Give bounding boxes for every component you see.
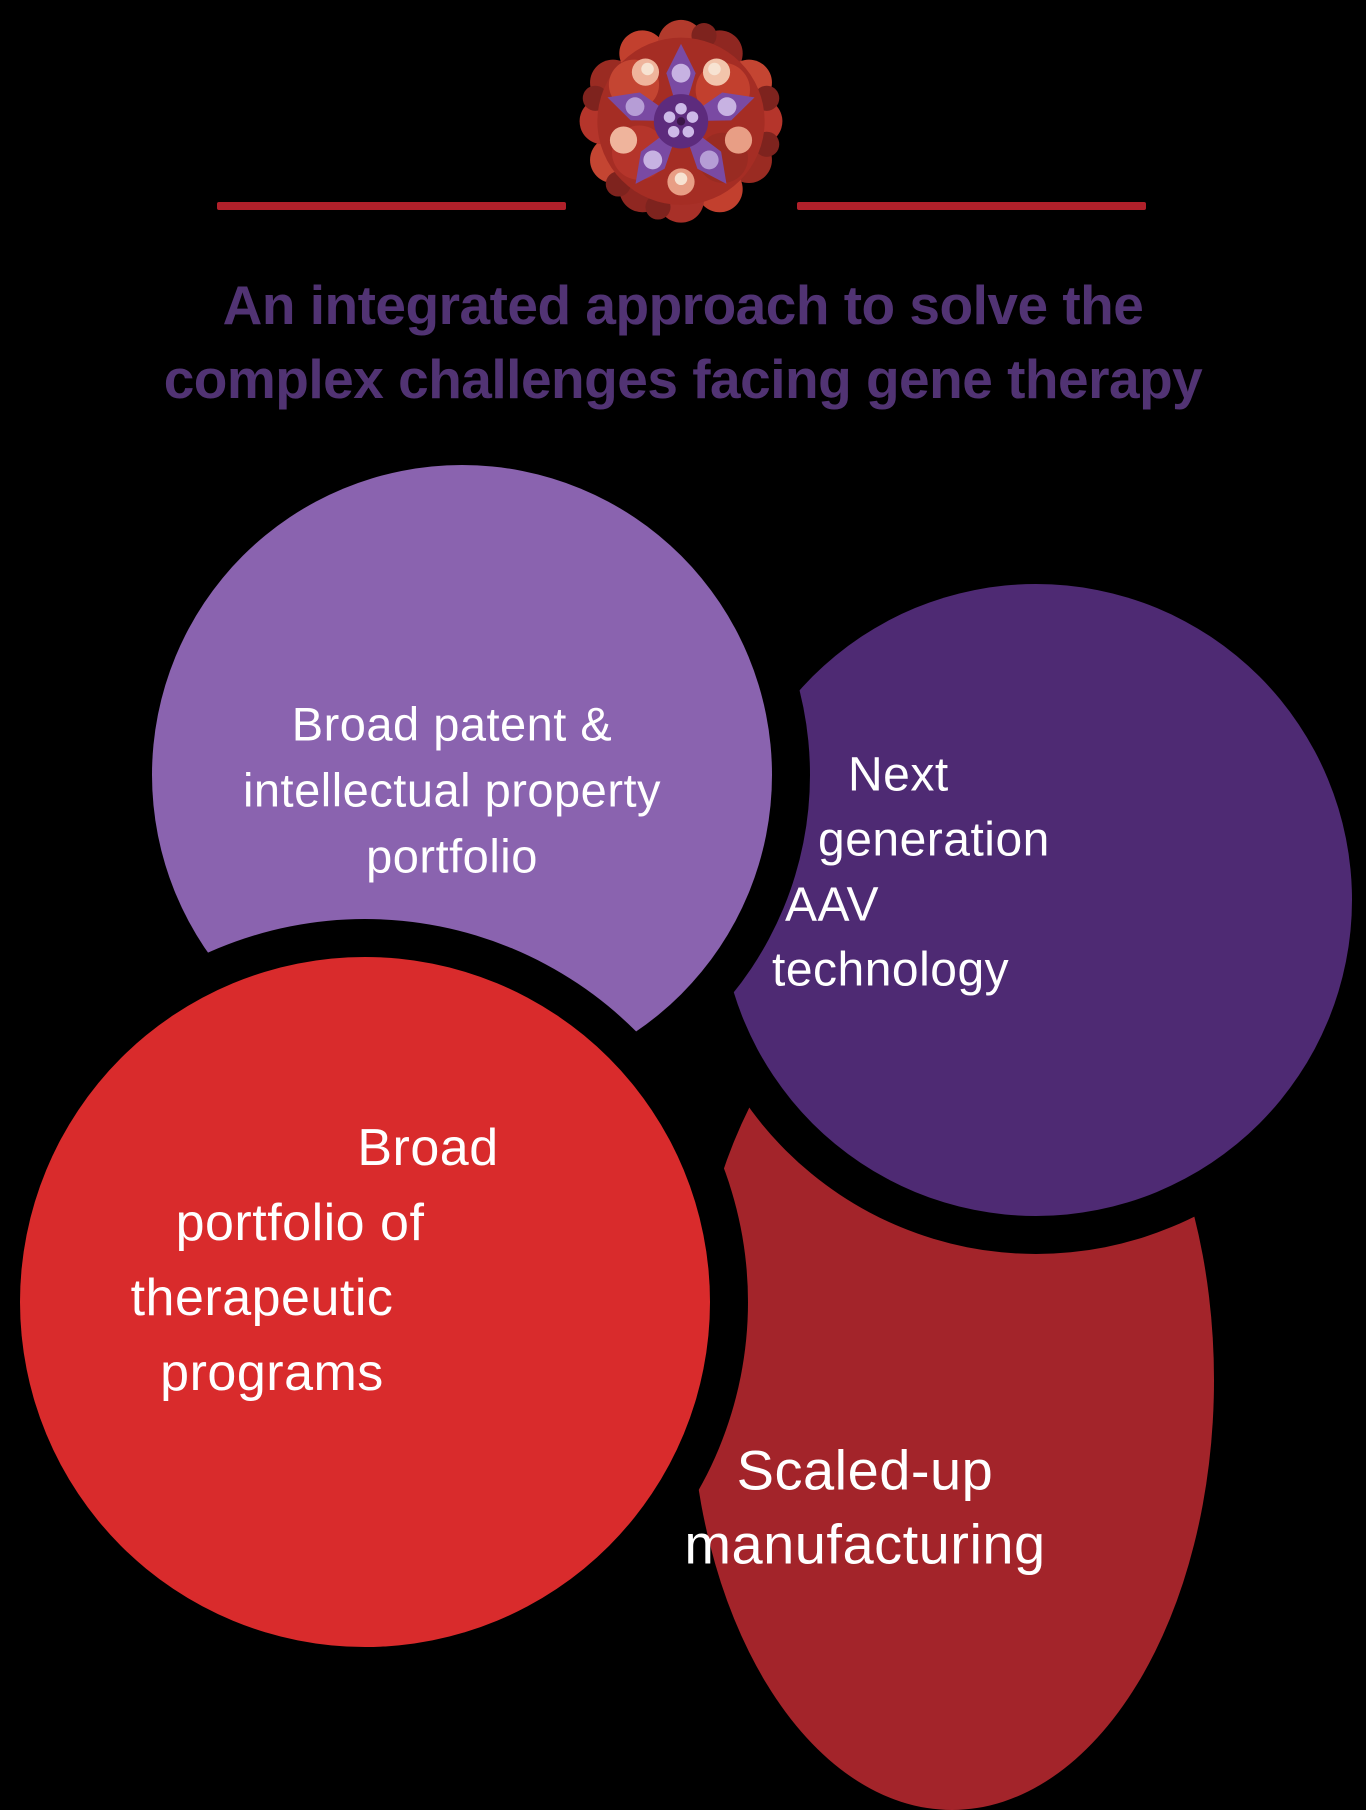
divider-line-right xyxy=(797,202,1146,210)
circle-therapeutic-programs xyxy=(20,957,710,1647)
page-title-line-1: An integrated approach to solve the xyxy=(222,274,1144,336)
circle-aav-technology xyxy=(720,584,1352,1216)
page-title-line-2: complex challenges facing gene therapy xyxy=(163,348,1203,410)
divider-line-left xyxy=(217,202,566,210)
page-title: An integrated approach to solve the comp… xyxy=(0,268,1366,416)
aav-capsid-icon xyxy=(579,19,783,223)
